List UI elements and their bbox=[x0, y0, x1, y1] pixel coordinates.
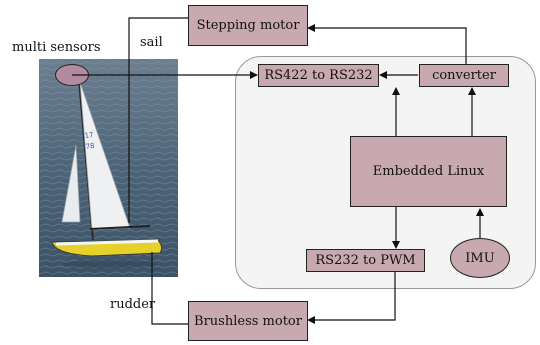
rs232-pwm-label: RS232 to PWM bbox=[315, 253, 416, 268]
stepping-motor-box: Stepping motor bbox=[188, 5, 308, 46]
imu-ellipse: IMU bbox=[450, 238, 510, 278]
imu-label: IMU bbox=[465, 250, 495, 266]
rs422-rs232-box: RS422 to RS232 bbox=[258, 64, 379, 87]
multi-sensors-label: multi sensors bbox=[12, 40, 101, 55]
brushless-motor-box: Brushless motor bbox=[188, 301, 308, 341]
svg-text:78: 78 bbox=[85, 142, 95, 151]
embedded-linux-box: Embedded Linux bbox=[350, 136, 507, 207]
brushless-motor-label: Brushless motor bbox=[194, 313, 302, 329]
converter-label: converter bbox=[432, 68, 496, 83]
stepping-motor-label: Stepping motor bbox=[196, 18, 300, 33]
sail-label: sail bbox=[140, 35, 163, 50]
embedded-linux-label: Embedded Linux bbox=[372, 164, 485, 179]
rudder-label: rudder bbox=[110, 297, 156, 312]
svg-text:17: 17 bbox=[84, 131, 94, 140]
rs232-pwm-box: RS232 to PWM bbox=[306, 249, 425, 272]
rs422-rs232-label: RS422 to RS232 bbox=[264, 68, 373, 83]
converter-box: converter bbox=[419, 64, 509, 87]
